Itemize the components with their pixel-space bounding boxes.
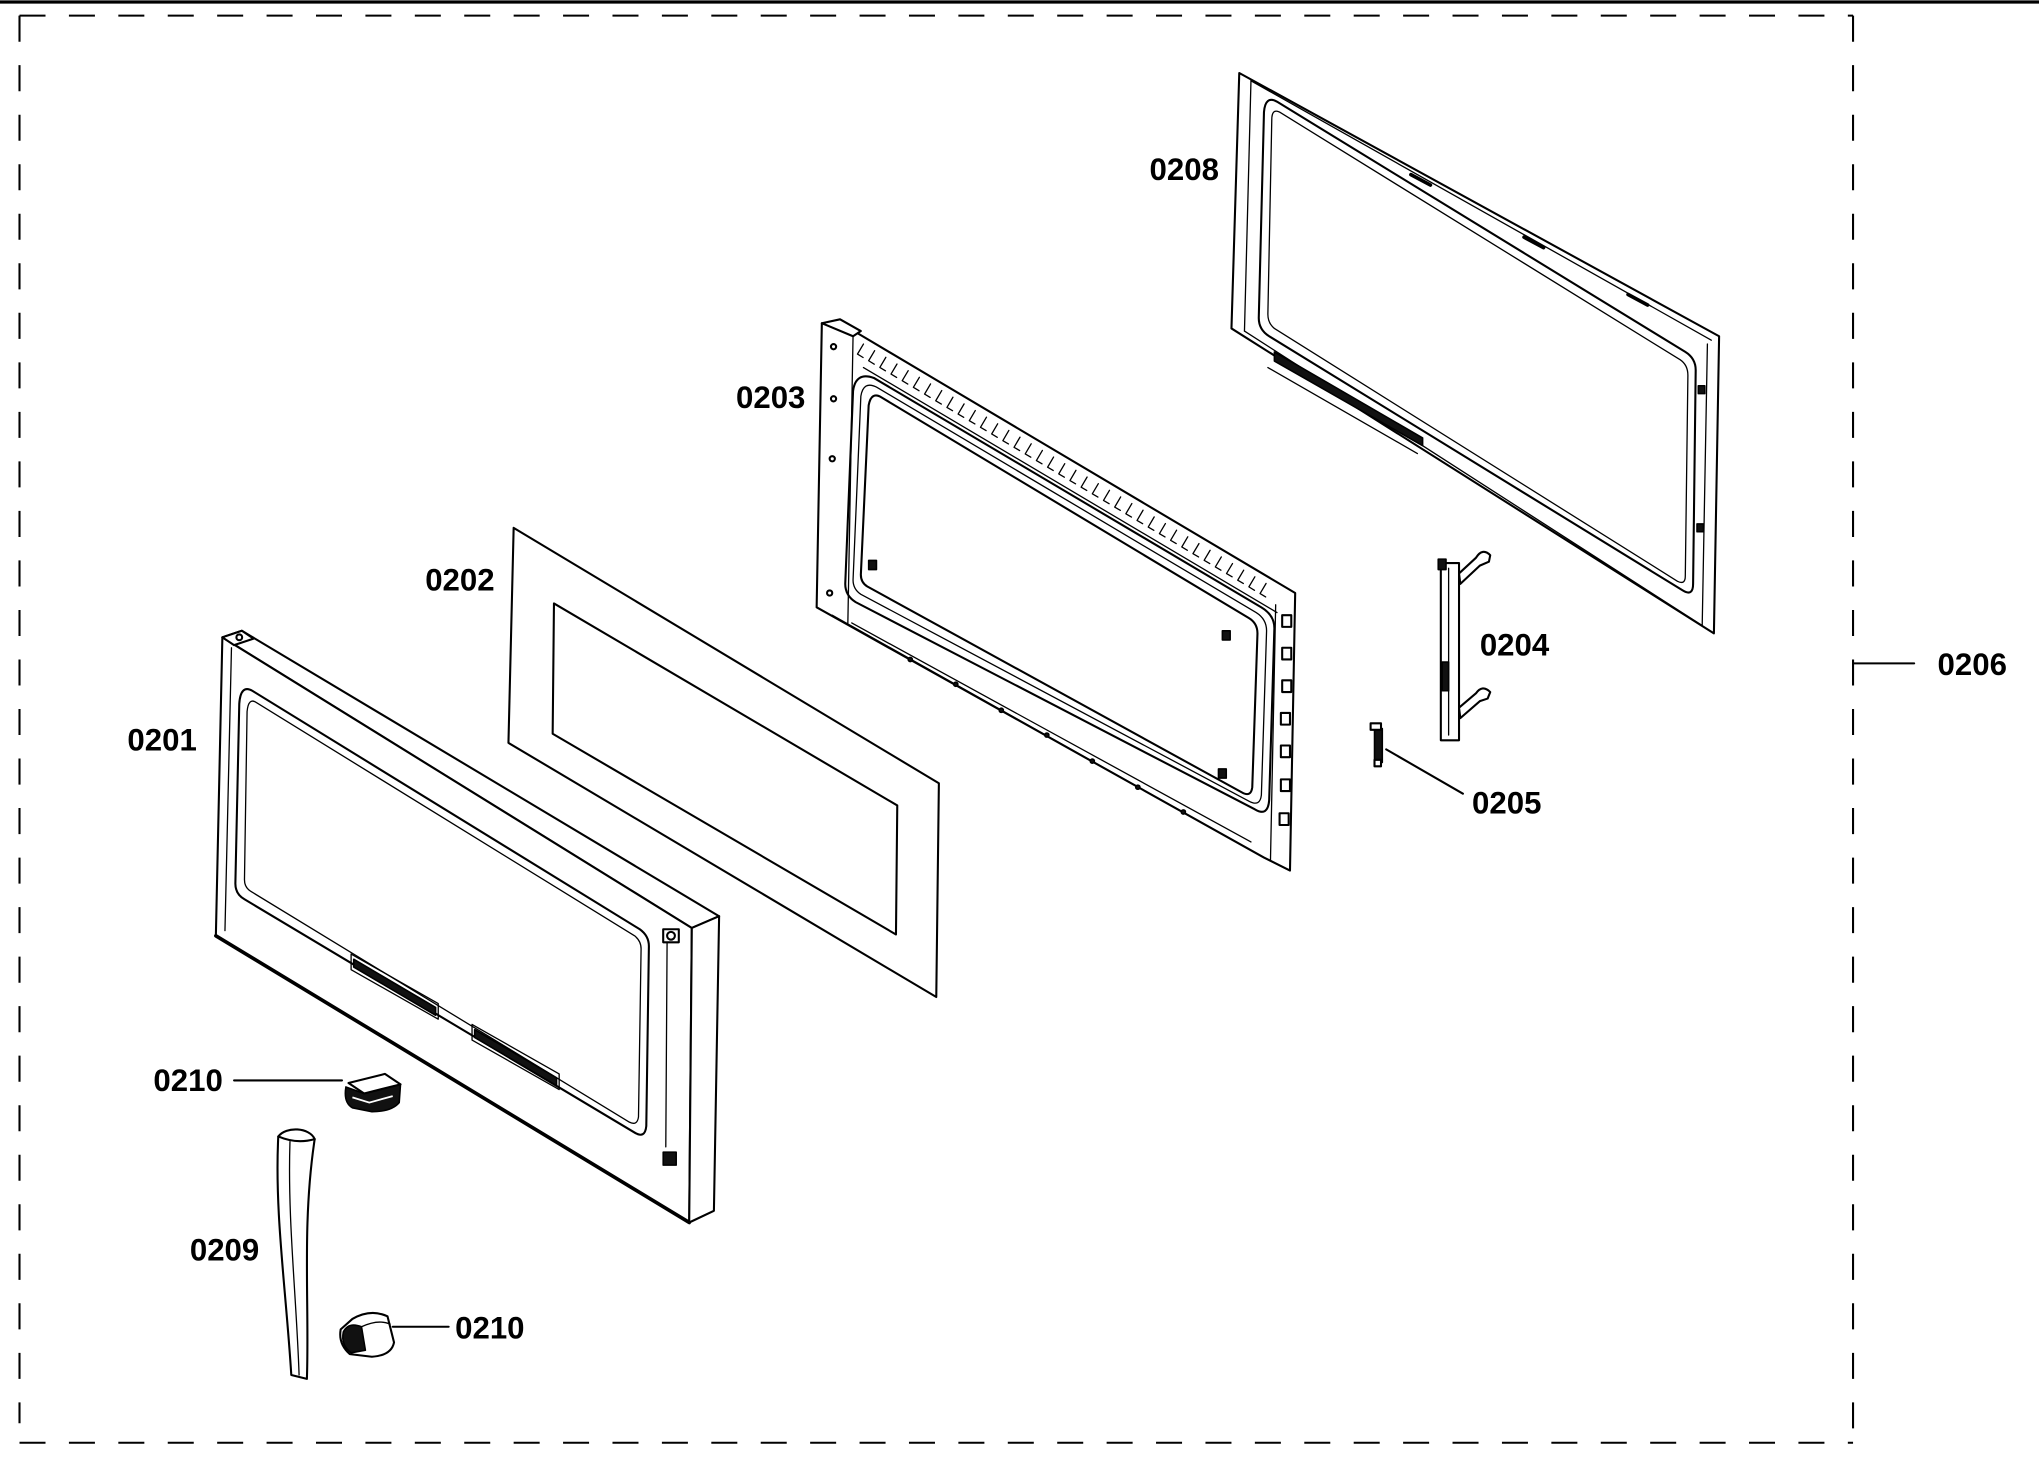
callout-0204: 0204 [1480,628,1550,663]
latch-spring-tab [1373,758,1383,768]
rear-frame-tab [1626,292,1650,307]
inner-frame-right-side [1269,604,1277,861]
rear-frame-hinge-line [1267,366,1419,455]
rear-frame-tab [1522,235,1546,250]
choke-teeth [856,343,1267,598]
latch-hole [662,1151,677,1166]
rear-frame-left-flange [1243,80,1252,332]
bottom-rail-slot-outline [350,953,439,1020]
glass-panel-window [551,602,899,936]
assembly-boundary [18,14,1855,1445]
handle-cap-shadow [342,1324,367,1354]
callout-0203: 0203 [736,380,805,415]
latch-spring-tab [1369,722,1383,731]
flange-hole [1089,758,1096,764]
latch-hole-ring [666,930,676,941]
part-0209-door-handle [276,1128,316,1380]
right-side-notch [1279,711,1292,726]
rear-frame-opening-inset [1267,110,1689,584]
flange-hole [828,455,836,463]
latch-bracket-tab [1437,558,1447,571]
flange-hole [907,656,914,663]
inner-frame-window [859,394,1259,796]
part-0203-inner-door-frame [815,318,1297,872]
flange-hole [952,681,959,688]
callout-0209: 0209 [190,1232,259,1267]
part-0204-latch-bracket [1437,550,1492,742]
front-door-window [234,688,650,1136]
corner-screw [235,633,244,642]
latch-bracket-slot [1441,661,1450,692]
leader-line-0205 [1385,748,1464,795]
flange-hole [829,395,838,403]
handle-body [276,1128,316,1380]
rear-frame-outline [1230,71,1721,635]
flange-hole [1134,784,1141,791]
part-0208-rear-frame [1230,71,1721,635]
door-gasket-outer [844,375,1276,813]
part-0210-handle-cap-lower [339,1311,396,1358]
right-side-notch [1279,778,1292,793]
handle-cap-highlight [352,1095,393,1104]
frame-mark [1221,630,1231,641]
front-door-right-strip [665,940,668,1148]
rear-frame-hinge-strip [1273,351,1424,447]
latch-bracket-upper-hook [1457,550,1492,585]
callout-0210-upper: 0210 [153,1063,222,1098]
callout-0205: 0205 [1472,785,1541,820]
rear-frame-right-edge [1701,343,1709,627]
latch-bracket-lower-hook [1457,687,1492,720]
bottom-rail-slot [473,1028,558,1087]
inner-frame-bottom-flange-edge [851,622,1252,843]
inner-frame-corner-cap [820,318,862,338]
rear-frame-opening [1257,98,1697,594]
door-gasket-middle [852,384,1268,804]
front-door-bottom-edge [214,933,692,1225]
flange-hole [1180,809,1187,815]
frame-mark [867,559,878,571]
flange-hole [826,589,834,597]
front-door-window-inset [243,700,642,1124]
bottom-rail-slot-outline [471,1023,560,1091]
latch-bracket-bar [1439,561,1461,742]
part-0210-handle-cap-upper [344,1072,402,1113]
front-door-corner-cap [221,629,255,647]
part-0202-glass-panel [507,526,940,999]
choke-band-lower-edge [862,366,1278,614]
front-door-left-inset [224,647,233,932]
callout-0202: 0202 [425,562,494,597]
right-side-notch [1281,646,1293,661]
rear-frame-tab [1409,172,1433,187]
flange-hole [1043,732,1050,738]
latch-spring-body [1373,727,1384,764]
handle-highlight [288,1141,300,1376]
rear-frame-mark [1697,384,1706,395]
flange-hole [998,707,1005,714]
right-side-notch [1278,812,1290,827]
handle-cap-body [344,1083,402,1113]
glass-panel-outline [507,526,940,999]
frame-mark [1217,768,1228,779]
bottom-rail-slot [352,958,437,1017]
part-0205-latch-spring [1369,722,1384,768]
callout-0201: 0201 [127,723,196,758]
front-door-right-face [688,915,721,1224]
right-side-notch [1279,744,1292,759]
right-side-notch [1281,679,1293,694]
callout-0208: 0208 [1150,152,1219,187]
rear-frame-mark [1696,523,1705,533]
part-0201-front-door [214,629,721,1225]
flange-hole [829,343,838,351]
handle-top-end [277,1135,316,1143]
handle-cap-rim [360,1321,391,1328]
callout-0210-lower: 0210 [455,1310,524,1345]
latch-hole [662,928,680,944]
handle-cap-top-face [347,1072,402,1095]
right-side-notch [1281,614,1293,628]
callout-0206: 0206 [1938,647,2007,682]
